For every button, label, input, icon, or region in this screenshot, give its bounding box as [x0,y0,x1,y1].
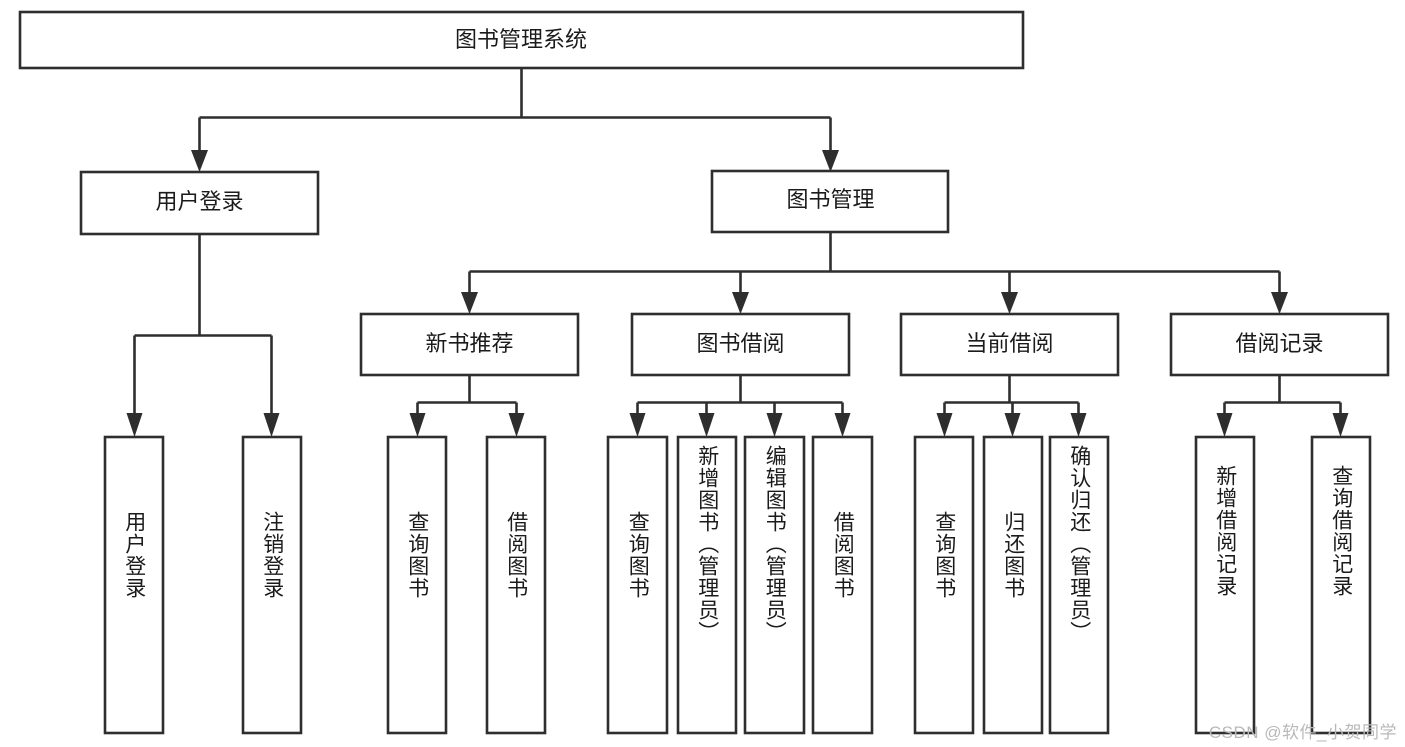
node-book-management-box[interactable] [710,169,950,234]
arrow-head-current-borrow [1001,292,1018,314]
node-user-login[interactable]: 用户登录 [79,170,320,236]
arrow-head-leaf-cb-3 [1070,413,1087,437]
node-user-login-box[interactable] [79,170,320,236]
node-borrow-record-label: 借阅记录 [1235,331,1323,356]
arrow-head-user-login [191,150,208,172]
arrow-head-leaf-nbr-1 [409,413,426,437]
arrow-head-leaf-cb-1 [936,413,953,437]
leaf-box-bb-4[interactable] [811,435,874,735]
arrow-head-leaf-br-2 [1332,413,1349,437]
node-new-book-recommend-box[interactable] [359,312,580,377]
arrow-head-leaf-user-login-1 [126,413,143,437]
arrow-head-leaf-bb-3 [766,413,783,437]
node-user-login-label: 用户登录 [155,189,243,214]
leaf-box-bb-1[interactable] [606,435,669,735]
node-root[interactable]: 图书管理系统 [18,10,1025,70]
node-book-management[interactable]: 图书管理 [710,169,950,234]
leaf-box-user-login-1[interactable] [103,435,165,735]
arrow-head-leaf-br-1 [1216,413,1233,437]
node-book-borrow-box[interactable] [630,312,851,377]
node-current-borrow-label: 当前借阅 [965,331,1053,356]
leaf-box-br-2[interactable] [1310,435,1372,735]
node-root-label: 图书管理系统 [455,27,587,52]
watermark-text: CSDN @软件_小贺同学 [1208,723,1397,742]
arrow-head-leaf-cb-2 [1004,413,1021,437]
arrow-head-leaf-nbr-2 [508,413,525,437]
connector-group-borrow-record [1216,375,1349,437]
arrow-head-new-book-recommend [461,292,478,314]
connector-group-new-book-recommend [409,375,525,437]
leaf-box-nbr-1[interactable] [386,435,448,735]
node-book-borrow[interactable]: 图书借阅 [630,312,851,377]
arrow-head-leaf-bb-1 [629,413,646,437]
leaf-boxes [103,435,1372,735]
arrow-head-book-borrow [732,292,749,314]
leaf-box-cb-1[interactable] [913,435,975,735]
connector-group-root [191,68,839,172]
node-borrow-record-box[interactable] [1169,312,1390,377]
connector-group-current-borrow [936,375,1087,437]
arrow-head-borrow-record [1271,292,1288,314]
node-root-box[interactable] [18,10,1025,70]
node-new-book-recommend-label: 新书推荐 [425,331,513,356]
node-book-management-label: 图书管理 [786,187,874,212]
connector-group-book-borrow [629,375,851,437]
arrow-head-leaf-bb-4 [834,413,851,437]
node-current-borrow-box[interactable] [899,312,1120,377]
leaf-box-br-1[interactable] [1194,435,1256,735]
arrow-head-book-mgmt [822,150,839,172]
arrow-head-leaf-user-login-2 [263,413,280,437]
node-book-borrow-label: 图书借阅 [696,331,784,356]
leaf-box-cb-3[interactable] [1048,435,1110,735]
node-current-borrow[interactable]: 当前借阅 [899,312,1120,377]
arrow-head-leaf-bb-2 [698,413,715,437]
leaf-box-user-login-2[interactable] [241,435,303,735]
connector-group-user-login [126,234,280,437]
node-borrow-record[interactable]: 借阅记录 [1169,312,1390,377]
leaf-box-bb-2[interactable] [676,435,738,735]
leaf-box-cb-2[interactable] [982,435,1044,735]
leaf-box-nbr-2[interactable] [485,435,547,735]
node-new-book-recommend[interactable]: 新书推荐 [359,312,580,377]
connector-group-book-mgmt [461,232,1288,314]
leaf-box-bb-3[interactable] [743,435,806,735]
